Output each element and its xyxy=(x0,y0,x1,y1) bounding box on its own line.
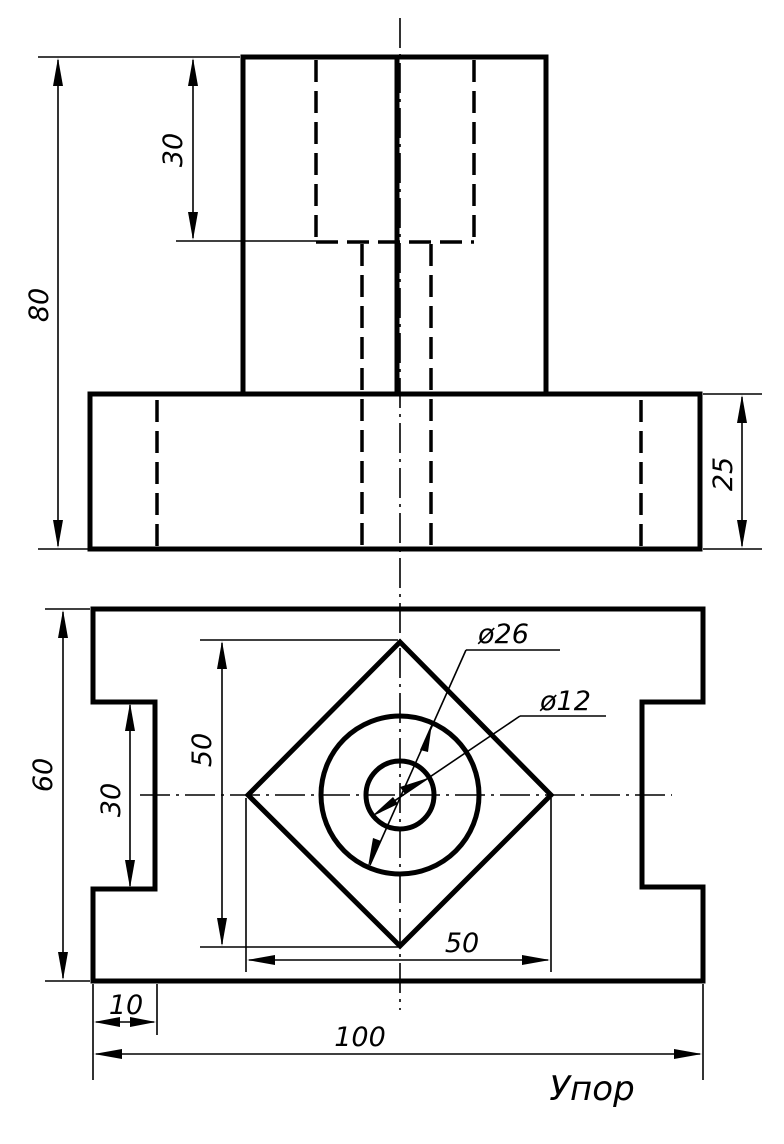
dim-50h-arrow-right xyxy=(522,955,550,965)
dim-25-arrow-bottom xyxy=(737,520,747,548)
top-view-outline xyxy=(90,606,706,984)
drawing-title: Упор xyxy=(549,1069,634,1109)
dim-30-arrow-top xyxy=(188,58,198,86)
dim-slot30-label: 30 xyxy=(96,783,127,817)
dim-50v-label: 50 xyxy=(187,733,218,767)
dim-50h-label: 50 xyxy=(445,928,479,959)
dia12-arrow-a xyxy=(371,797,398,817)
dim-80-label: 80 xyxy=(24,288,55,322)
dim-10-label: 10 xyxy=(109,990,143,1021)
dim-60-arrow-top xyxy=(58,610,68,638)
dim-80-arrow-bottom xyxy=(53,520,63,548)
dim-25-label: 25 xyxy=(708,457,739,491)
dim-10-arrow-right xyxy=(130,1017,156,1027)
dim-50v-arrow-top xyxy=(217,641,227,669)
base-block-outline xyxy=(87,391,703,552)
dia12-label: ø12 xyxy=(539,686,591,717)
dim-30-arrow-bottom xyxy=(188,212,198,240)
dia12-leader xyxy=(377,715,521,813)
dia26-leader xyxy=(369,649,467,866)
dim-slot30-arrow-top xyxy=(125,703,135,731)
dim-30-label: 30 xyxy=(158,133,189,167)
dim-60-label: 60 xyxy=(28,758,59,792)
dim-100-arrow-right xyxy=(674,1049,702,1059)
dia26-label: ø26 xyxy=(477,619,529,650)
dim-100-arrow-left xyxy=(94,1049,122,1059)
dia26-arrow-a xyxy=(420,723,432,752)
inner-circle xyxy=(363,758,437,832)
dim-100-label: 100 xyxy=(334,1022,386,1053)
dim-25-arrow-top xyxy=(737,395,747,423)
dim-10-arrow-left xyxy=(94,1017,120,1027)
dim-80-arrow-top xyxy=(53,58,63,86)
dim-slot30-arrow-bottom xyxy=(125,860,135,888)
square-pad-outline xyxy=(244,638,555,950)
top-view: ø26 ø12 60 30 50 50 xyxy=(28,606,706,1080)
dia26-arrow-b xyxy=(368,838,381,867)
dim-60-arrow-bottom xyxy=(58,952,68,980)
outer-circle xyxy=(318,713,482,877)
dim-50h-arrow-left xyxy=(247,955,275,965)
dia12-arrow-b xyxy=(400,778,428,794)
dim-50v-arrow-bottom xyxy=(217,918,227,946)
front-view: 80 30 25 xyxy=(24,18,762,1010)
